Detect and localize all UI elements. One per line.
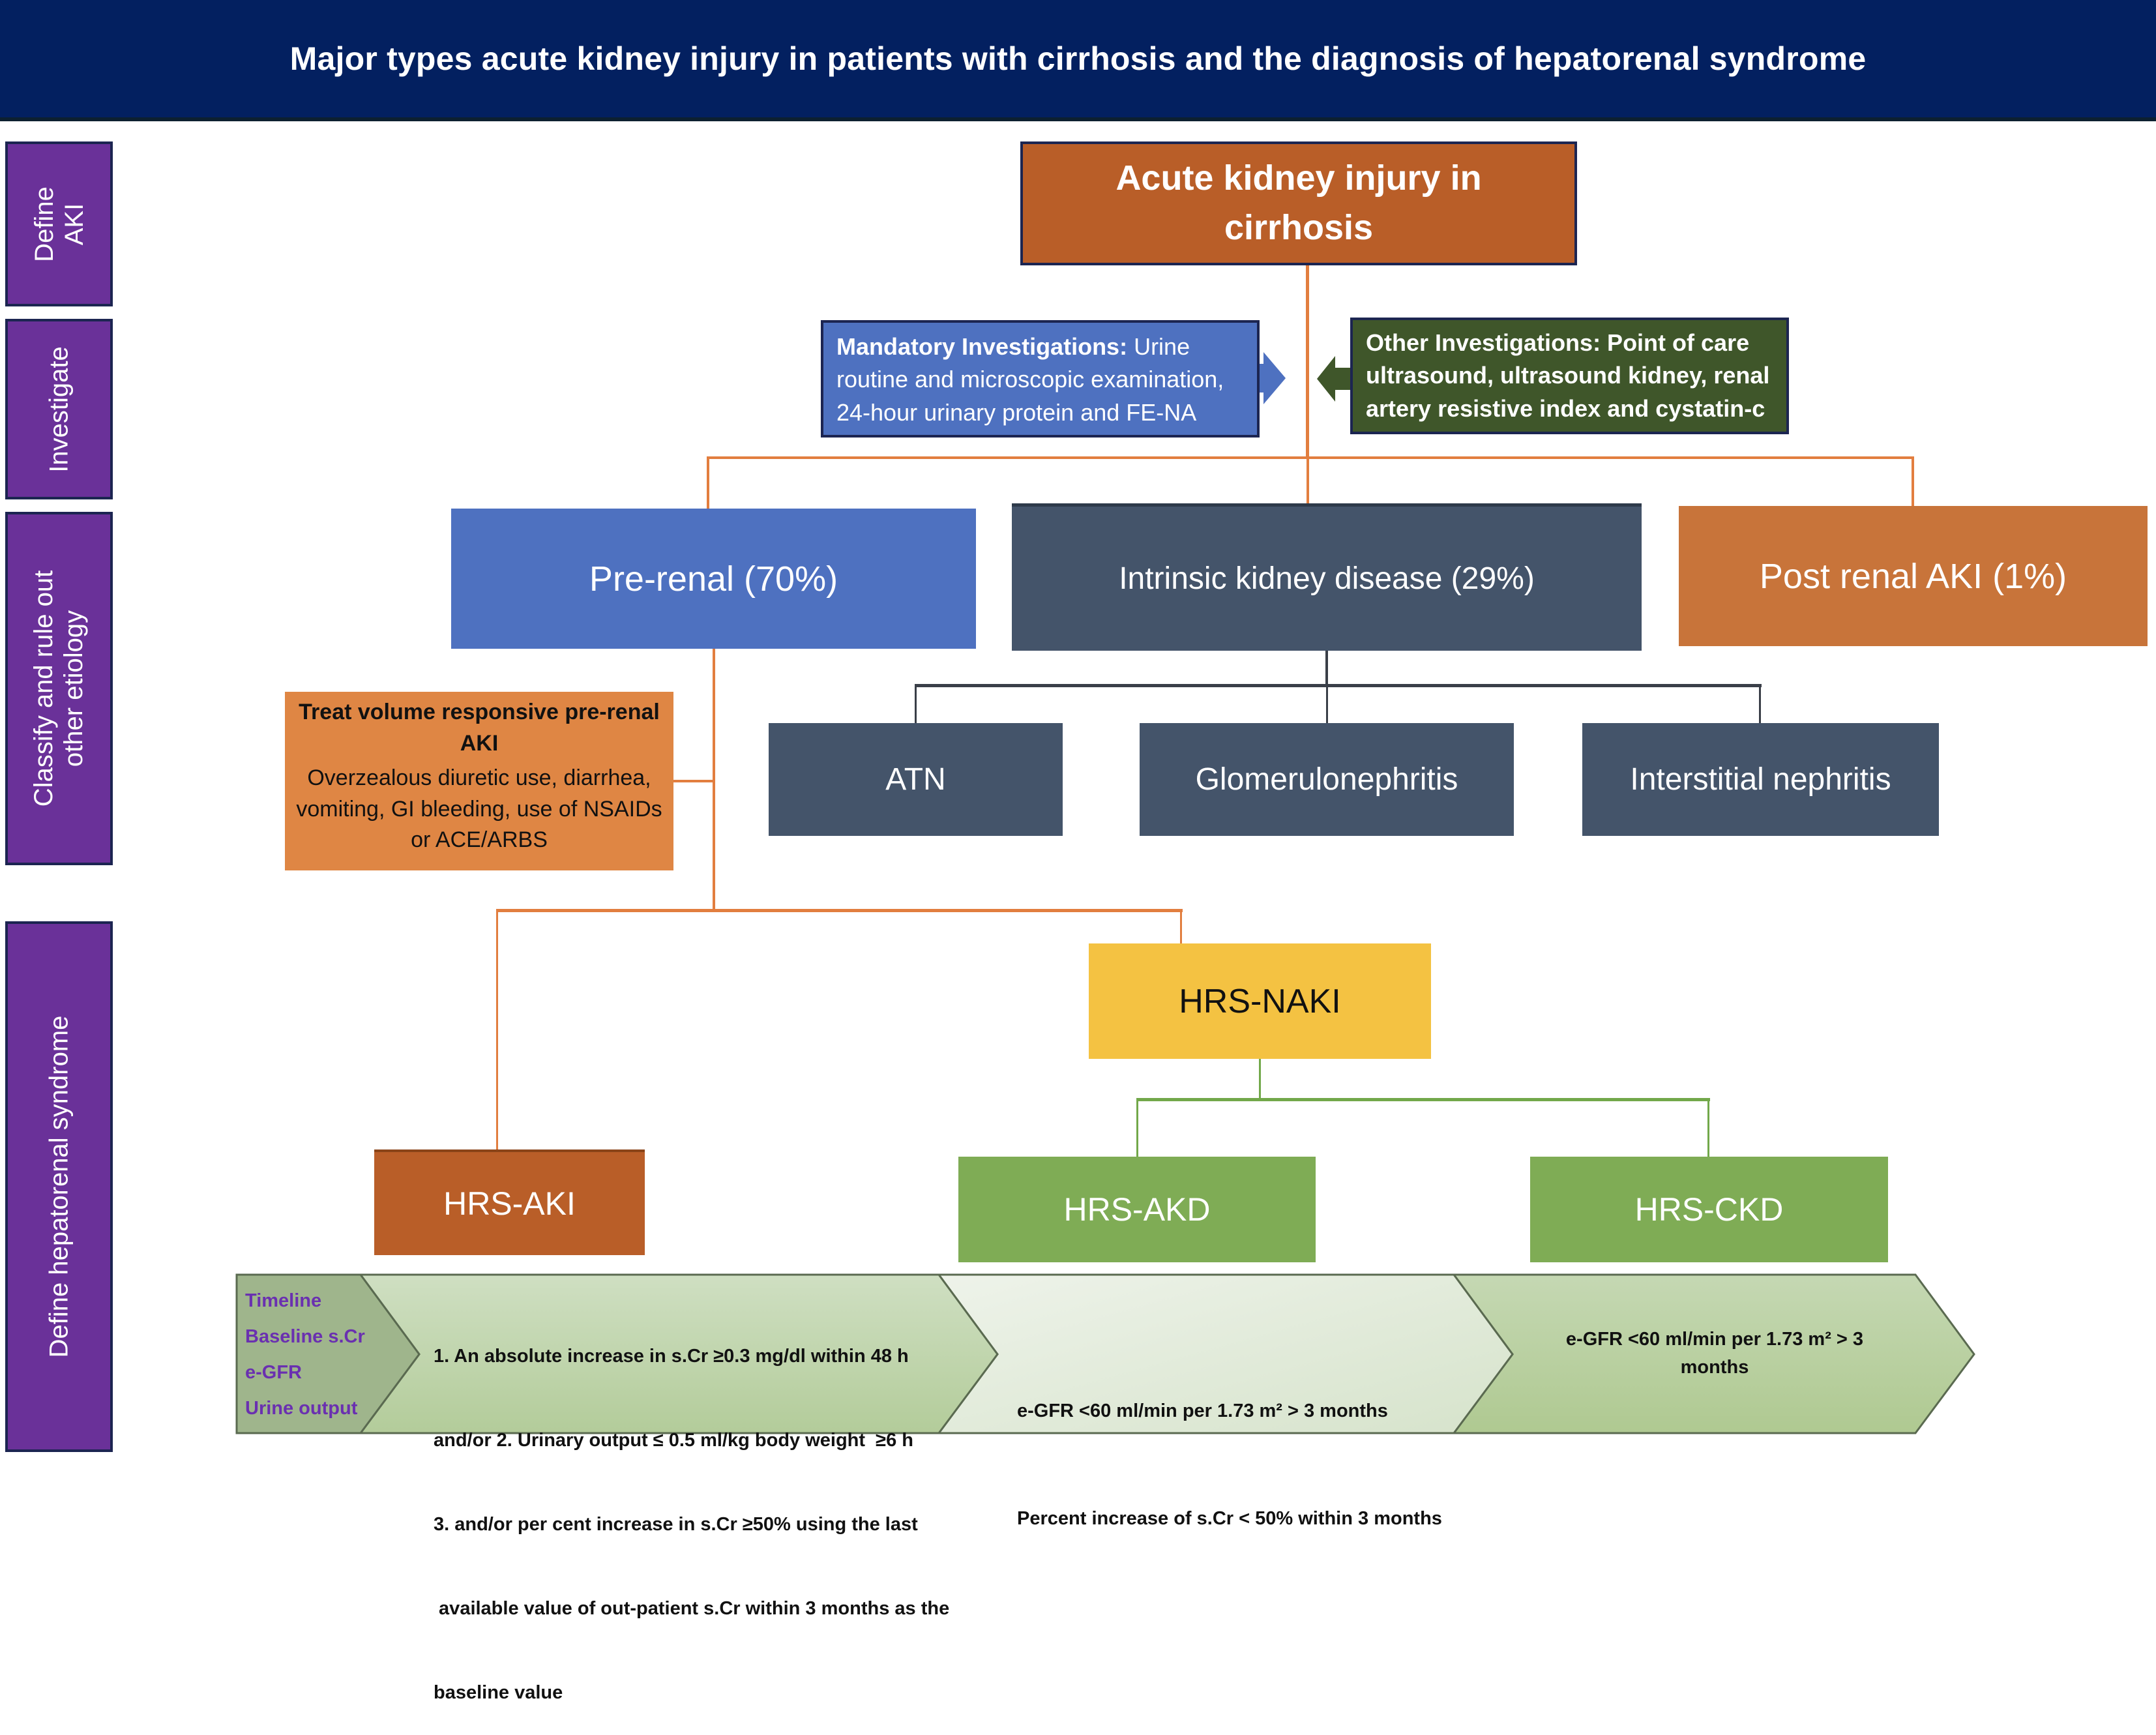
stage-classify: Classify and rule out other etiology (5, 512, 113, 865)
connector-line (1136, 1098, 1710, 1101)
node-label: Intrinsic kidney disease (29%) (1119, 561, 1535, 596)
criteria-line: 1. An absolute increase in s.Cr ≥0.3 mg/… (434, 1346, 909, 1367)
connector-line (713, 649, 715, 912)
node-interstitial-nephritis[interactable]: Interstitial nephritis (1582, 723, 1939, 836)
node-label: HRS-AKD (1063, 1191, 1211, 1228)
node-pre-renal[interactable]: Pre-renal (70%) (451, 509, 976, 649)
criteria-line: months (1680, 1357, 1749, 1378)
diagram-title: Major types acute kidney injury in patie… (289, 40, 1867, 77)
criteria-hrs-ckd: e-GFR <60 ml/min per 1.73 m² > 3 months (1519, 1326, 1910, 1382)
connector-line (1325, 651, 1328, 686)
row-label-timeline: Timeline (245, 1290, 322, 1311)
connector-line (707, 456, 1914, 459)
node-label: Interstitial nephritis (1630, 762, 1891, 797)
node-title: Mandatory Investigations: (836, 333, 1128, 360)
criteria-line: baseline value (434, 1682, 563, 1703)
stage-investigate: Investigate (5, 319, 113, 499)
node-label: HRS-AKI (443, 1185, 576, 1222)
stage-define-aki: Define AKI (5, 141, 113, 306)
node-label: Pre-renal (70%) (589, 559, 838, 599)
connector-line (915, 684, 1762, 687)
chevron-row-labels (235, 1273, 421, 1434)
node-hrs-naki[interactable]: HRS-NAKI (1089, 943, 1431, 1059)
criteria-line: and/or 2. Urinary output ≤ 0.5 ml/kg bod… (434, 1430, 913, 1451)
node-label: HRS-NAKI (1179, 982, 1341, 1020)
node-hrs-akd[interactable]: HRS-AKD (958, 1157, 1316, 1262)
node-hrs-ckd[interactable]: HRS-CKD (1530, 1157, 1888, 1262)
arrow-right-icon (1257, 352, 1286, 404)
stage-define-hrs: Define hepatorenal syndrome (5, 921, 113, 1452)
connector-line (915, 684, 917, 723)
connector-line (1326, 684, 1328, 723)
connector-line (707, 456, 709, 509)
connector-line (1136, 1098, 1138, 1157)
connector-line (1759, 684, 1761, 723)
node-treat-volume-responsive[interactable]: Treat volume responsive pre-renal AKI Ov… (285, 692, 673, 870)
node-text: Overzealous diuretic use, diarrhea, vomi… (296, 765, 662, 853)
node-mandatory-investigations[interactable]: Mandatory Investigations: Urine routine … (821, 320, 1260, 437)
node-text: Urine routine and microscopic examinatio… (836, 333, 1224, 426)
node-post-renal-aki[interactable]: Post renal AKI (1%) (1679, 506, 2148, 646)
node-glomerulonephritis[interactable]: Glomerulonephritis (1140, 723, 1514, 836)
criteria-line: Percent increase of s.Cr < 50% within 3 … (1017, 1508, 1442, 1529)
connector-line (1306, 265, 1309, 458)
row-label-urine-output: Urine output (245, 1398, 358, 1419)
node-label: ATN (885, 762, 946, 797)
criteria-hrs-akd: e-GFR <60 ml/min per 1.73 m² > 3 months … (1017, 1322, 1442, 1573)
node-aki-in-cirrhosis[interactable]: Acute kidney injury in cirrhosis (1020, 141, 1577, 265)
connector-line (496, 909, 498, 1149)
connector-line (1912, 456, 1914, 506)
criteria-line: e-GFR <60 ml/min per 1.73 m² > 3 months (1017, 1401, 1388, 1421)
connector-line (1707, 1098, 1709, 1157)
row-label-baseline-scr: Baseline s.Cr (245, 1326, 365, 1347)
node-intrinsic-kidney-disease[interactable]: Intrinsic kidney disease (29%) (1012, 503, 1642, 651)
node-label: Glomerulonephritis (1195, 762, 1458, 797)
connector-line (1259, 1059, 1261, 1100)
arrow-left-icon (1317, 356, 1353, 402)
criteria-line: 3. and/or per cent increase in s.Cr ≥50%… (434, 1514, 918, 1535)
row-label-egfr: e-GFR (245, 1362, 302, 1383)
node-label: Acute kidney injury in cirrhosis (1115, 158, 1482, 247)
node-atn[interactable]: ATN (769, 723, 1063, 836)
node-label: HRS-CKD (1634, 1191, 1784, 1228)
node-hrs-aki[interactable]: HRS-AKI (374, 1149, 645, 1255)
criteria-line: e-GFR <60 ml/min per 1.73 m² > 3 (1565, 1329, 1864, 1350)
connector-line (496, 909, 1183, 912)
criteria-hrs-aki: 1. An absolute increase in s.Cr ≥0.3 mg/… (434, 1286, 949, 1735)
node-title: Treat volume responsive pre-renal AKI (299, 700, 660, 756)
node-other-investigations[interactable]: Other Investigations: Point of care ultr… (1350, 318, 1789, 434)
node-label: Post renal AKI (1%) (1759, 556, 2067, 596)
criteria-row-labels: Timeline Baseline s.Cr e-GFR Urine outpu… (245, 1283, 365, 1427)
node-text: Other Investigations: Point of care ultr… (1366, 329, 1770, 422)
criteria-chevrons (235, 1273, 1975, 1434)
connector-line (673, 780, 714, 782)
connector-line (1307, 456, 1309, 503)
criteria-line: available value of out-patient s.Cr with… (434, 1598, 950, 1619)
connector-line (1180, 909, 1182, 943)
title-bar: Major types acute kidney injury in patie… (0, 0, 2156, 121)
